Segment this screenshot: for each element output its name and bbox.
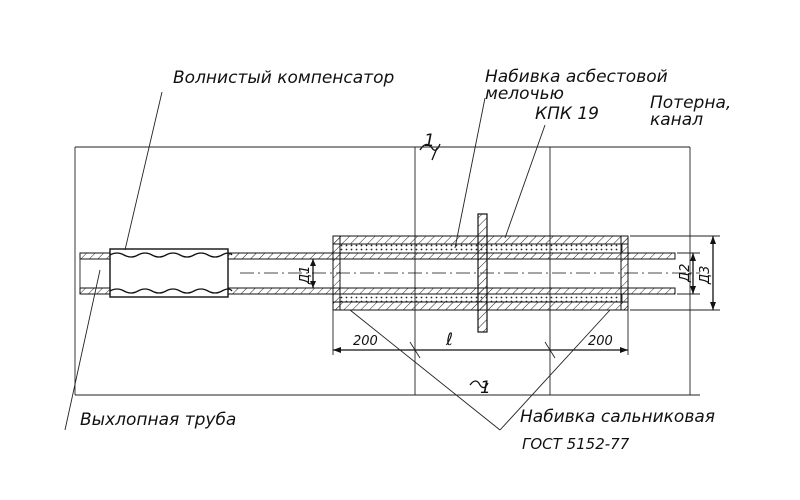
label-compensator: Волнистый компенсатор (173, 68, 394, 88)
diameter-d1: Д1 (298, 266, 313, 285)
diameter-dimensions (310, 235, 720, 311)
dim-right: 200 (588, 334, 613, 349)
dim-left: 200 (353, 334, 378, 349)
label-exhaust-pipe: Выхлопная труба (80, 410, 236, 430)
label-packing-asbestos-2: мелочью (485, 84, 564, 104)
diameter-d2: Д2 (678, 264, 693, 283)
section-markers (419, 143, 489, 389)
label-tunnel-2: канал (650, 110, 703, 130)
tunnel-outline (74, 146, 700, 396)
label-packing-asbestos-1: Набивка асбестовой (485, 67, 668, 87)
label-kpk: КПК 19 (535, 104, 599, 124)
dim-mid: ℓ (445, 330, 453, 350)
corrugated-compensator (109, 248, 233, 298)
label-tunnel-1: Потерна, (650, 93, 731, 113)
sleeve-assembly (332, 213, 629, 333)
section-mark-top: 1 (424, 131, 435, 151)
length-dimensions (332, 310, 629, 359)
leader-lines (64, 91, 611, 431)
section-mark-bottom: 1 (480, 378, 491, 398)
label-gost: ГОСТ 5152-77 (522, 435, 630, 453)
label-packing-gland: Набивка сальниковая (520, 407, 715, 427)
diameter-d3: Д3 (698, 266, 713, 285)
